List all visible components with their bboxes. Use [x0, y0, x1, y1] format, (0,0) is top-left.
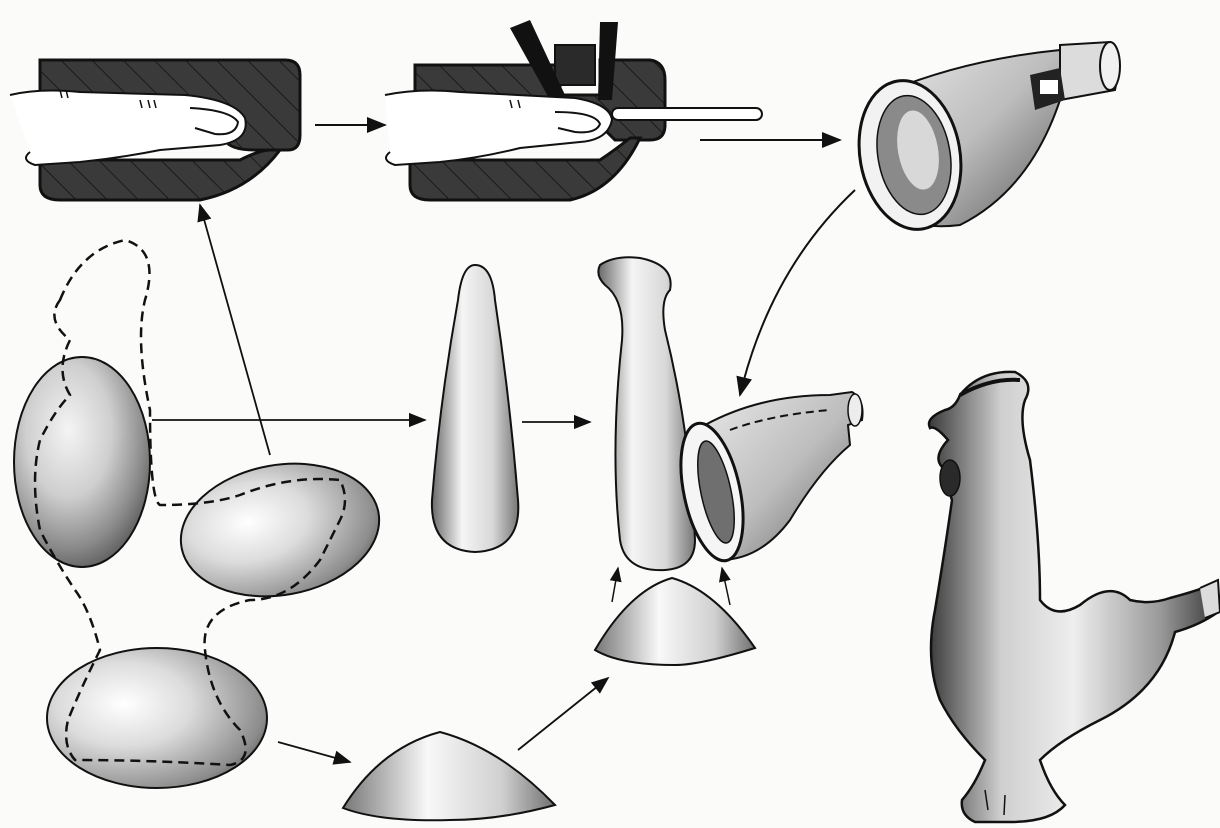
rooster-whistle-icon	[929, 372, 1220, 822]
arrow-lump-to-pedestal	[278, 742, 350, 762]
arrow-pedestal-to-assembly	[518, 678, 608, 750]
arrow-lump-to-finger	[200, 205, 270, 455]
clay-lump-base-icon	[47, 648, 267, 788]
clay-lump-upper-icon	[14, 357, 150, 567]
clay-lump-middle-icon	[170, 449, 390, 612]
rooster-neck-icon	[598, 257, 695, 570]
whistle-body-attached-icon	[670, 392, 863, 566]
arrow-bell-to-body	[740, 190, 855, 395]
finger-pressing-clay-icon	[10, 60, 300, 200]
whistle-bell-icon	[848, 42, 1120, 238]
finger-with-stick-icon	[385, 20, 762, 200]
pedestal-small-icon	[595, 578, 755, 665]
clay-cone-icon	[432, 265, 518, 552]
arrow-pedestal-up-left	[612, 568, 618, 602]
arrow-pedestal-up-right	[722, 568, 730, 605]
